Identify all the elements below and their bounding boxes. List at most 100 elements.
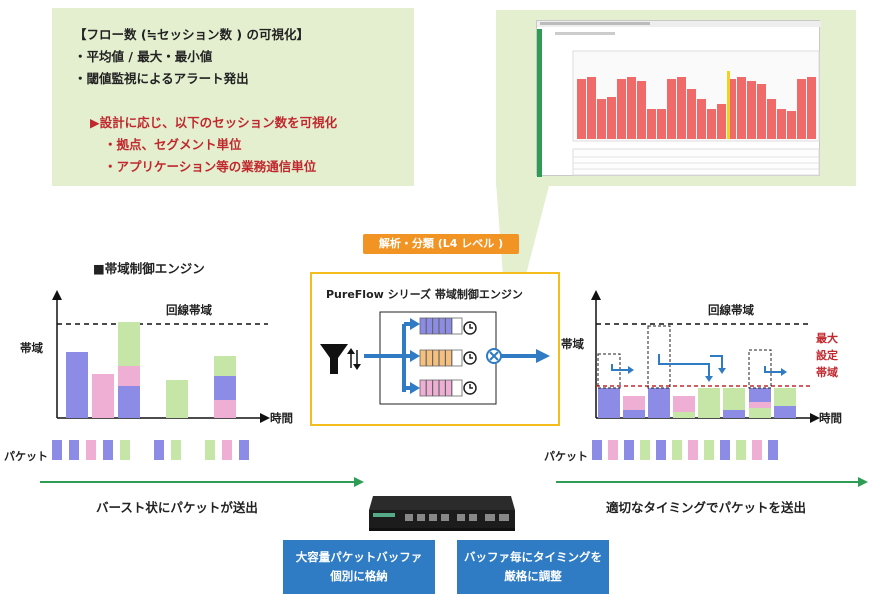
callout-title: 【フロー数 (≒セッション数 ) の可視化】 xyxy=(74,27,309,42)
engine-diagram xyxy=(320,311,550,405)
right-caption: 適切なタイミングでパケットを送出 xyxy=(606,500,807,515)
max-label-2: 設定 xyxy=(816,349,838,362)
callout-bullet-alert: ・閾値監視によるアラート発出 xyxy=(74,71,249,86)
graph-bar xyxy=(577,79,586,139)
callout-bullet-avg: ・平均値 / 最大・最小値 xyxy=(74,49,213,64)
queue-cell xyxy=(438,349,446,367)
graph-bar xyxy=(587,77,596,139)
graph-bar xyxy=(617,79,626,139)
visualization-callout: 【フロー数 (≒セッション数 ) の可視化】 ・平均値 / 最大・最小値 ・閾値… xyxy=(52,8,414,186)
bar-segment xyxy=(92,374,114,418)
queue-cell xyxy=(419,317,427,335)
queue-cell xyxy=(451,349,463,367)
queue-cell xyxy=(426,317,433,335)
left-bandwidth-chart xyxy=(52,290,270,423)
packet xyxy=(592,440,602,460)
bar-segment xyxy=(723,388,745,410)
graph-bar xyxy=(737,77,746,139)
queue-cell xyxy=(451,379,463,397)
timing-line2: 厳格に調整 xyxy=(504,569,562,583)
buffer-line1: 大容量パケットバッファ xyxy=(295,550,423,564)
bar-segment xyxy=(66,352,88,418)
graph-bar xyxy=(647,109,656,139)
bar-segment xyxy=(698,388,720,418)
packet xyxy=(720,440,730,460)
timing-line1: バッファ毎にタイミングを xyxy=(464,550,602,564)
queue-cell xyxy=(438,379,446,397)
graph-highlight xyxy=(727,71,730,139)
packet xyxy=(69,440,79,460)
left-caption: バースト状にパケットが送出 xyxy=(96,500,258,515)
queue-cell xyxy=(445,379,453,397)
timing-feature-box: バッファ毎にタイミングを 厳格に調整 xyxy=(457,540,609,594)
graph-bar xyxy=(717,104,726,139)
graph-bar xyxy=(637,81,646,139)
bar-segment xyxy=(214,356,236,376)
queue-cell xyxy=(432,379,440,397)
engine-section-title: ■帯域制御エンジン xyxy=(93,261,205,276)
bar-segment xyxy=(749,388,771,402)
graph-bar xyxy=(667,79,676,139)
right-packet-row xyxy=(592,440,778,460)
queue-cell xyxy=(438,317,446,335)
bar-segment xyxy=(673,396,695,412)
packet xyxy=(171,440,181,460)
queue-cell xyxy=(445,317,453,335)
graph-bar xyxy=(777,109,786,139)
right-line-label: 回線帯域 xyxy=(708,303,754,317)
right-packet-label: パケット xyxy=(544,450,588,463)
callout-sub-site: ・拠点、セグメント単位 xyxy=(104,137,242,152)
callout-sub-app: ・アプリケーション等の業務通信単位 xyxy=(104,159,317,174)
graph-bar xyxy=(607,97,616,139)
graph-bar xyxy=(697,99,706,139)
bar-segment xyxy=(214,376,236,400)
graph-bar xyxy=(807,77,816,139)
graph-bar xyxy=(767,99,776,139)
funnel-icon xyxy=(320,344,348,374)
bar-segment xyxy=(648,388,670,418)
bar-segment xyxy=(623,396,645,410)
left-line-label: 回線帯域 xyxy=(166,303,212,317)
packet xyxy=(120,440,130,460)
queue-cell xyxy=(451,317,463,335)
queue-cell xyxy=(419,349,427,367)
packet xyxy=(608,440,618,460)
queue-cell xyxy=(426,349,433,367)
max-label-3: 帯域 xyxy=(816,366,838,379)
queue-cell xyxy=(419,379,427,397)
graph-bar xyxy=(727,79,736,139)
buffer-line2: 個別に格納 xyxy=(330,569,388,583)
bar-segment xyxy=(774,406,796,418)
bar-segment xyxy=(623,410,645,418)
bar-segment xyxy=(214,400,236,418)
packet xyxy=(752,440,762,460)
graph-bar xyxy=(677,77,686,139)
packet xyxy=(624,440,634,460)
right-y-label: 帯域 xyxy=(561,337,584,351)
bar-segment xyxy=(723,410,745,418)
packet xyxy=(222,440,232,460)
packet xyxy=(52,440,62,460)
packet xyxy=(656,440,666,460)
left-packet-label: パケット xyxy=(4,450,48,463)
timer-icon xyxy=(463,321,477,395)
callout-highlight: ▶設計に応じ、以下のセッション数を可視化 xyxy=(90,115,338,130)
buffer-feature-box: 大容量パケットバッファ 個別に格納 xyxy=(283,540,435,594)
graph-bar xyxy=(707,109,716,139)
graph-bar xyxy=(757,84,766,139)
graph-bar xyxy=(797,79,806,139)
burst-outlines xyxy=(597,325,772,389)
left-packet-row xyxy=(52,440,249,460)
bar-segment xyxy=(118,366,140,386)
bar-segment xyxy=(118,386,140,418)
graph-bar xyxy=(687,89,696,139)
packet xyxy=(688,440,698,460)
packet xyxy=(103,440,113,460)
left-x-label: 時間 xyxy=(270,411,293,425)
queue-cell xyxy=(432,349,440,367)
bar-segment xyxy=(774,388,796,406)
right-bandwidth-chart xyxy=(591,290,820,423)
left-green-arrow xyxy=(40,477,364,487)
session-graph-thumbnail xyxy=(537,21,821,179)
packet xyxy=(704,440,714,460)
